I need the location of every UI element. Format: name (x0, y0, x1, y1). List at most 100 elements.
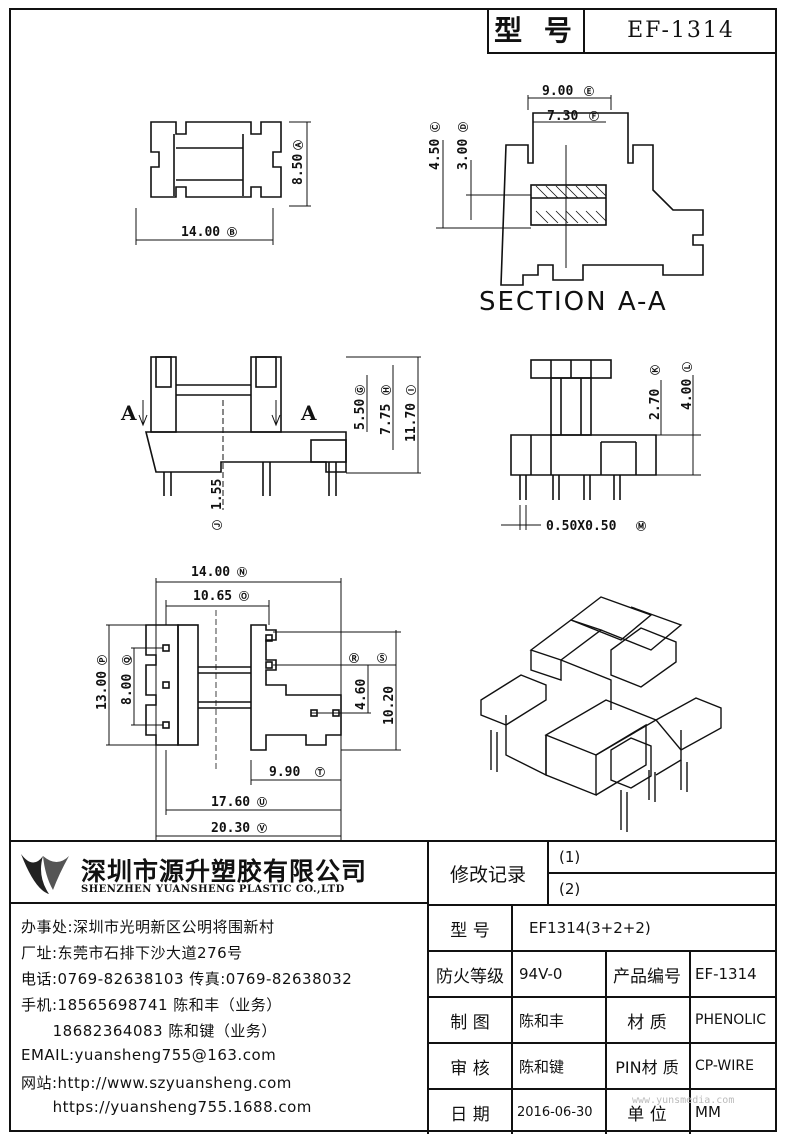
dim-sec-outer: 9.00 (542, 84, 573, 99)
unit-value: MM (695, 1103, 721, 1121)
dim-label-d: Ⓓ (457, 122, 470, 132)
date-value: 2016-06-30 (517, 1104, 593, 1120)
dim-label-j: Ⓙ (211, 520, 224, 530)
dim-label-u: Ⓤ (257, 796, 267, 809)
contact-mobile-2: 18682364083 陈和键（业务） (21, 1022, 277, 1040)
dim-sec-h1: 4.50 (428, 139, 443, 170)
revision-label: 修改记录 (449, 863, 526, 886)
title-block: 深圳市源升塑胶有限公司 SHENZHEN YUANSHENG PLASTIC C… (11, 840, 775, 1134)
contact-info: 办事处:深圳市光明新区公明将围新村 厂址:东莞市石排下沙大道276号 电话:07… (11, 904, 429, 1134)
dim-top-height: 8.50 (291, 154, 306, 185)
contact-website: 网站:http://www.szyuansheng.com (21, 1074, 292, 1092)
fire-rating-label: 防火等级 (436, 966, 504, 987)
revision-1: (1) (559, 848, 581, 866)
contact-email: EMAIL:yuansheng755@163.com (21, 1046, 277, 1064)
dim-label-t: Ⓣ (315, 766, 325, 779)
revision-2: (2) (559, 880, 581, 898)
company-logo-icon (21, 854, 69, 894)
bottom-view-labels: 14.00 Ⓝ 10.65 Ⓞ 13.00 Ⓟ 8.00 Ⓠ 4.60 Ⓡ 10… (95, 565, 397, 836)
pin-material-value: CP-WIRE (695, 1058, 754, 1074)
fire-rating-value: 94V-0 (519, 965, 563, 983)
dim-label-l: Ⓛ (681, 362, 694, 372)
side-view-labels: 2.70 Ⓚ 4.00 Ⓛ 0.50X0.50 Ⓜ (546, 362, 695, 534)
dim-bot-s: 10.20 (382, 686, 397, 725)
dim-side-k: 2.70 (648, 389, 663, 420)
contact-office: 办事处:深圳市光明新区公明将围新村 (21, 918, 275, 936)
dim-bot-q: 8.00 (120, 674, 135, 705)
side-view (501, 359, 701, 530)
dim-label-s: Ⓢ (377, 652, 387, 665)
unit-label: 单 位 (627, 1104, 667, 1125)
product-no-label: 产品编号 (613, 966, 681, 987)
dim-side-l: 4.00 (680, 379, 695, 410)
dim-bot-v: 20.30 (211, 821, 250, 836)
view-arrow-right: A (300, 401, 317, 425)
section-view (436, 95, 704, 286)
section-label: SECTION A-A (479, 287, 668, 317)
contact-factory: 厂址:东莞市石排下沙大道276号 (21, 944, 243, 962)
dim-label-v: Ⓥ (257, 822, 267, 835)
dim-label-r: Ⓡ (349, 652, 359, 665)
dim-bot-o: 10.65 (193, 589, 232, 604)
model-label: 型 号 (450, 920, 490, 941)
dim-label-n: Ⓝ (237, 566, 247, 579)
contact-phone-fax: 电话:0769-82638103 传真:0769-82638032 (21, 970, 353, 988)
info-table: 修改记录 (1) (2) 型 号 EF1314(3+2+2) 防火等级 94V-… (429, 842, 775, 1134)
title-label: 型 号 (489, 10, 585, 52)
drawn-label: 制 图 (450, 1012, 490, 1033)
view-arrow-left: A (120, 401, 137, 425)
dim-front-g: 5.50 (353, 399, 368, 430)
front-view (138, 356, 421, 510)
pin-material-label: PIN材 质 (615, 1058, 679, 1077)
contact-mobile-1: 手机:18565698741 陈和丰（业务） (21, 996, 282, 1014)
dim-label-o: Ⓞ (239, 590, 249, 603)
front-view-labels: A A 5.50 Ⓖ 7.75 Ⓗ 11.70 Ⓘ 1.55 Ⓙ (120, 385, 419, 530)
dim-label-e: Ⓔ (584, 85, 594, 98)
dim-bot-n: 14.00 (191, 565, 230, 580)
dim-sec-inner: 7.30 (547, 109, 578, 124)
material-value: PHENOLIC (695, 1012, 767, 1028)
dim-label-i: Ⓘ (405, 385, 418, 395)
company-name-en: SHENZHEN YUANSHENG PLASTIC CO.,LTD (81, 884, 345, 895)
dim-label-f: Ⓕ (589, 110, 599, 123)
dim-label-c: Ⓒ (429, 122, 442, 132)
dim-bot-t: 9.90 (269, 765, 300, 780)
dim-label-k: Ⓚ (649, 365, 662, 375)
dim-bot-r: 4.60 (354, 679, 369, 710)
dim-front-h: 7.75 (379, 404, 394, 435)
contact-website-1688: https://yuansheng755.1688.com (21, 1098, 312, 1116)
model-value: EF1314(3+2+2) (529, 919, 651, 937)
top-view (135, 121, 311, 245)
dim-front-pin: 1.55 (210, 479, 225, 510)
section-labels: 9.00 Ⓔ 7.30 Ⓕ 4.50 Ⓒ 3.00 Ⓓ SECTION A-A (428, 84, 668, 317)
dim-label-m: Ⓜ (636, 520, 646, 533)
dim-top-width: 14.00 (181, 225, 220, 240)
dim-side-pin: 0.50X0.50 (546, 519, 617, 534)
watermark: www.yunsmedia.com (632, 1095, 735, 1106)
technical-drawing: 14.00 Ⓑ 8.50 Ⓐ 9.00 Ⓔ 7.30 Ⓕ 4.50 (95, 84, 722, 840)
drawn-value: 陈和丰 (519, 1011, 565, 1030)
dim-label-h: Ⓗ (380, 385, 393, 395)
company-header: 深圳市源升塑胶有限公司 SHENZHEN YUANSHENG PLASTIC C… (11, 842, 429, 904)
dim-bot-p: 13.00 (95, 671, 110, 710)
review-label: 审 核 (450, 1058, 490, 1079)
title-model: EF-1314 (627, 18, 735, 43)
drawing-sheet: 型 号 EF-1314 14.00 Ⓑ 8.50 Ⓐ (9, 8, 777, 1134)
review-value: 陈和键 (519, 1057, 565, 1076)
top-view-labels: 14.00 Ⓑ 8.50 Ⓐ (181, 140, 306, 240)
product-no-value: EF-1314 (695, 965, 757, 983)
bottom-view (106, 578, 401, 840)
dim-label-b: Ⓑ (227, 226, 237, 239)
dim-label-g: Ⓖ (354, 385, 367, 395)
company-name-cn: 深圳市源升塑胶有限公司 (81, 857, 368, 886)
dim-label-p: Ⓟ (96, 655, 109, 665)
isometric-view (480, 596, 722, 832)
dim-sec-h2: 3.00 (456, 139, 471, 170)
dim-front-i: 11.70 (404, 403, 419, 442)
title-box: 型 号 EF-1314 (487, 10, 777, 54)
dim-bot-u: 17.60 (211, 795, 250, 810)
dim-label-q: Ⓠ (121, 655, 134, 665)
dim-label-a: Ⓐ (292, 140, 305, 150)
material-label: 材 质 (627, 1012, 667, 1033)
date-label: 日 期 (450, 1104, 490, 1125)
